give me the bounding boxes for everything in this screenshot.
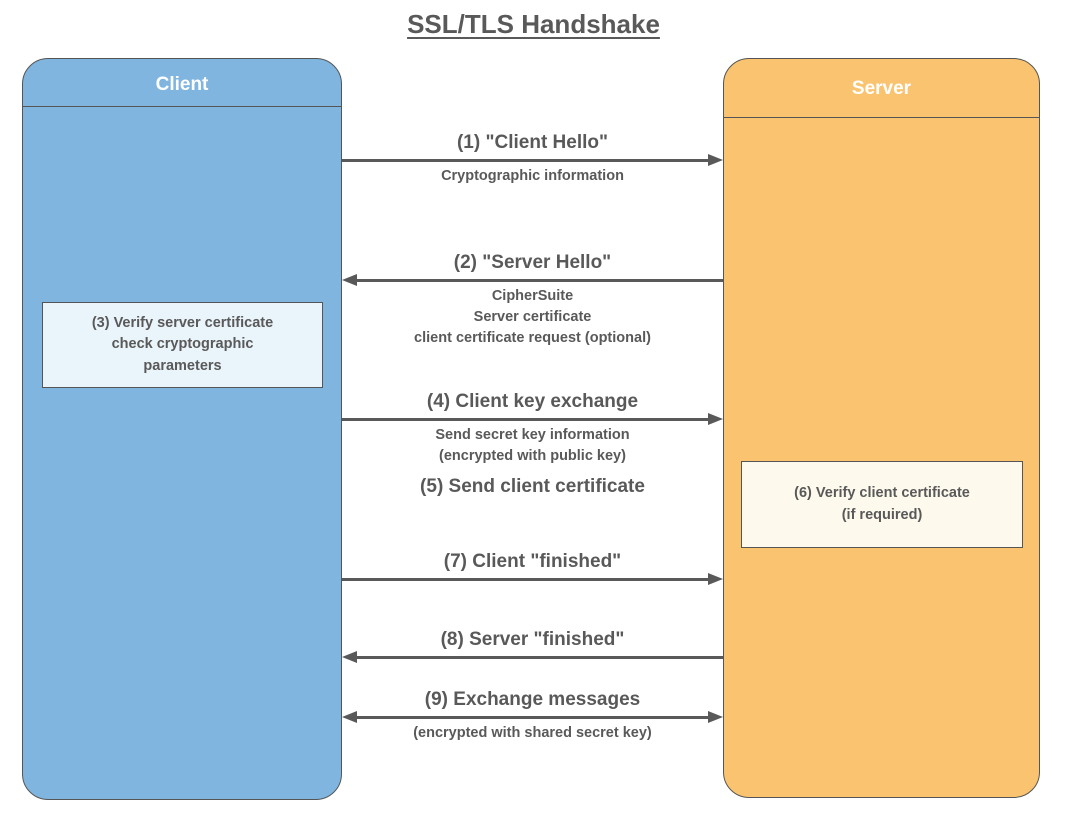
message-8-title: (8) Server "finished" [440,629,625,650]
arrow-shaft [355,715,710,719]
message-9-title: (9) Exchange messages [424,689,641,710]
message-2-arrow-left [342,273,723,286]
message-1-arrow-right [342,153,723,166]
client-header-label: Client [155,74,209,95]
message-4-title: (4) Client key exchange [426,391,639,412]
arrow-shaft [342,417,710,421]
message-1-sub-line-1: Cryptographic information [441,167,624,184]
message-8-arrow-left [342,650,723,663]
arrowhead-right-icon [708,153,723,166]
arrow-shaft [342,158,710,162]
arrowhead-left-icon [342,650,357,663]
note-verify-server-certificate: (3) Verify server certificate check cryp… [42,302,323,388]
page-title: SSL/TLS Handshake [407,9,660,39]
arrowhead-left-icon [342,273,357,286]
message-4-subtext: Send secret key information (encrypted w… [342,425,723,467]
arrow-shaft [355,278,723,282]
server-lifeline-box: Server [723,58,1040,798]
server-header-label: Server [851,78,912,99]
arrow-shaft [355,655,723,659]
arrowhead-right-icon [708,412,723,425]
message-4-arrow-right [342,412,723,425]
arrow-shaft [342,577,710,581]
message-4: (4) Client key exchange Send secret key … [342,391,723,467]
message-7-title: (7) Client "finished" [443,551,622,572]
client-lifeline-box: Client [22,58,342,800]
message-2: (2) "Server Hello" CipherSuite Server ce… [342,252,723,349]
arrowhead-right-icon [708,572,723,585]
message-2-title: (2) "Server Hello" [453,252,612,273]
message-2-sub-line-1: CipherSuite [491,287,574,304]
note-verify-server-line-1: (3) Verify server certificate [91,315,274,332]
message-7: (7) Client "finished" [342,551,723,585]
client-header-divider [23,106,341,107]
message-8: (8) Server "finished" [342,629,723,663]
message-2-subtext: CipherSuite Server certificate client ce… [342,286,723,349]
message-7-arrow-right [342,572,723,585]
note-verify-client-line-2: (if required) [841,506,923,523]
message-2-sub-line-3: client certificate request (optional) [414,329,651,346]
message-9-sub-line-1: (encrypted with shared secret key) [413,724,652,741]
message-1-subtext: Cryptographic information [342,166,723,187]
message-1-title: (1) "Client Hello" [456,132,609,153]
message-4-sub-line-2: (encrypted with public key) [439,447,626,464]
note-verify-client-line-1: (6) Verify client certificate [794,485,970,502]
message-4-sub-line-1: Send secret key information [435,426,630,443]
note-verify-server-line-3: parameters [143,357,222,374]
message-5-title: (5) Send client certificate [420,476,645,497]
message-5: (5) Send client certificate [342,476,723,498]
message-9-subtext: (encrypted with shared secret key) [342,723,723,744]
note-verify-client-certificate: (6) Verify client certificate (if requir… [741,461,1023,548]
message-9-arrow-bidirectional [342,710,723,723]
message-2-sub-line-2: Server certificate [473,308,592,325]
server-header-divider [724,117,1039,118]
arrowhead-right-icon [708,710,723,723]
arrowhead-left-icon [342,710,357,723]
message-1: (1) "Client Hello" Cryptographic informa… [342,132,723,187]
message-9: (9) Exchange messages (encrypted with sh… [342,689,723,744]
note-verify-server-line-2: check cryptographic [111,336,254,353]
